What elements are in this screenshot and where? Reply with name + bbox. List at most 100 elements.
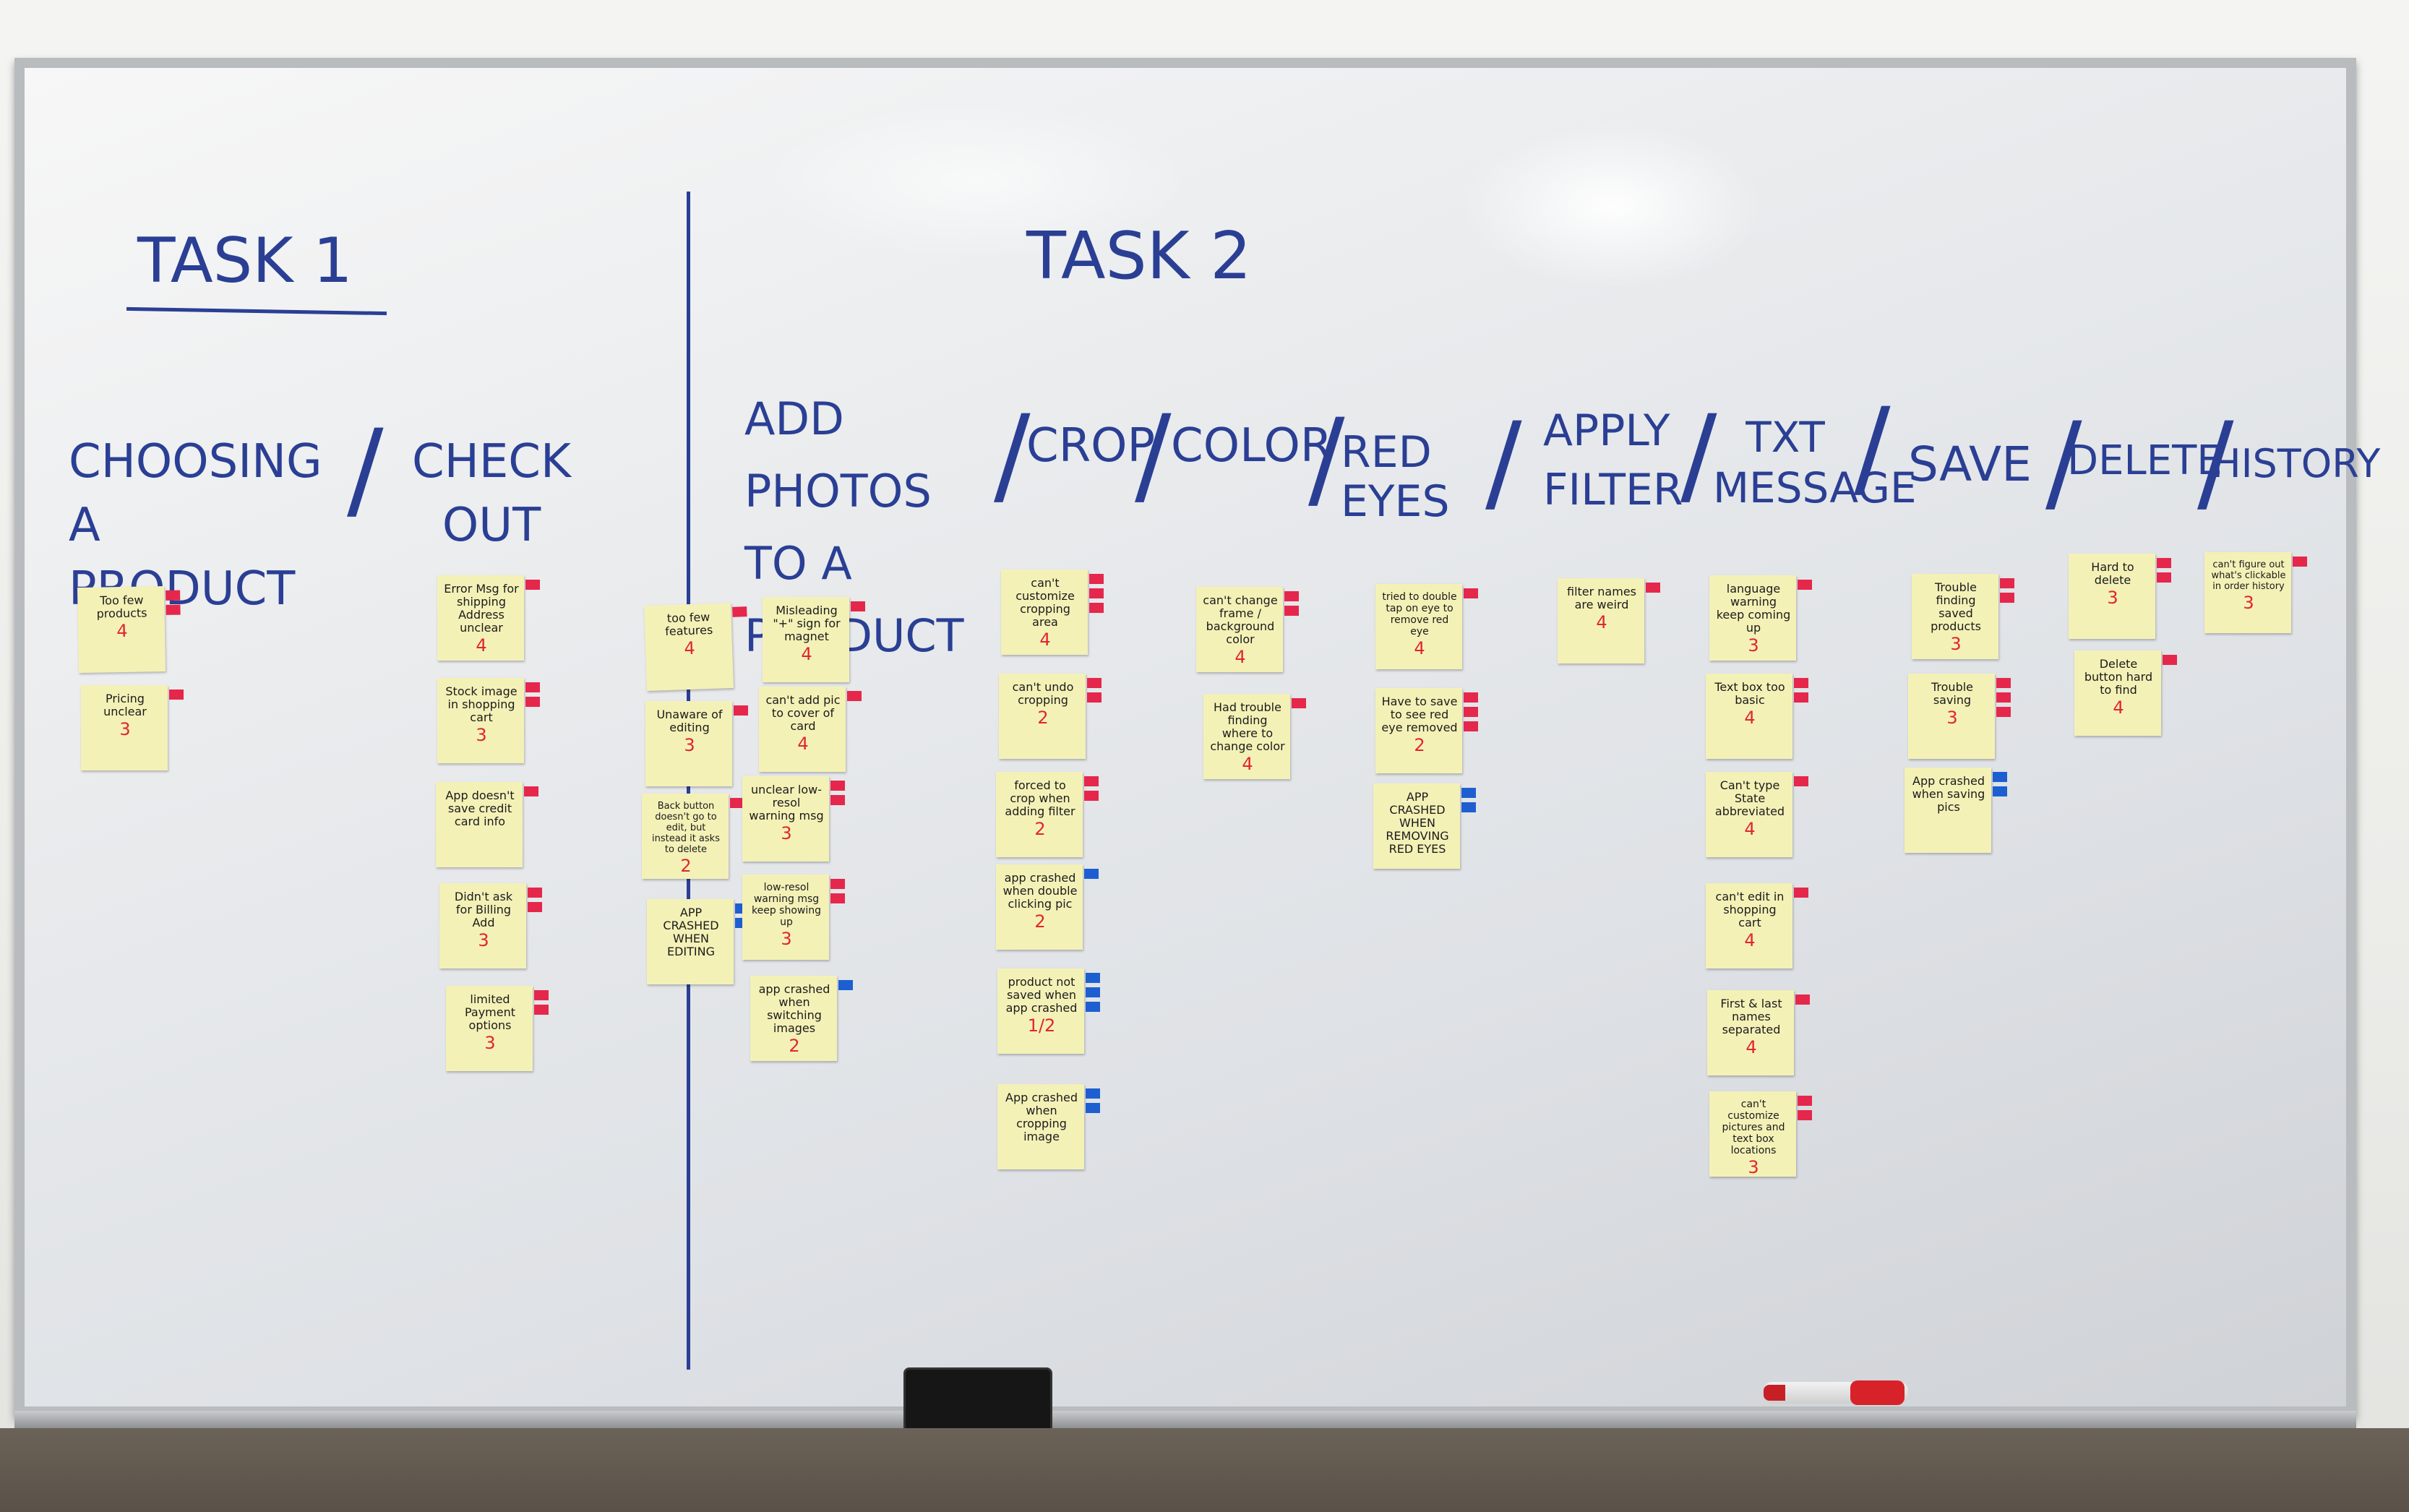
marker-cap xyxy=(1850,1380,1905,1405)
note-score: 3 xyxy=(2107,588,2118,608)
tab-stack xyxy=(2163,655,2177,669)
note-score: 3 xyxy=(781,929,792,949)
blue-tab xyxy=(1086,1103,1100,1113)
red-tab xyxy=(847,691,862,701)
red-tab xyxy=(1089,574,1104,584)
red-tab xyxy=(1284,591,1299,601)
red-tab xyxy=(1464,721,1478,731)
note-score: 3 xyxy=(119,719,131,739)
blue-tab xyxy=(1461,802,1476,812)
sticky-note: can't undo cropping 2 xyxy=(999,674,1102,759)
red-tab xyxy=(830,795,845,805)
blue-tab xyxy=(838,980,853,990)
note-score: 2 xyxy=(1034,819,1046,839)
sticky-note: app crashed when switching images 2 xyxy=(750,976,853,1061)
note-score: 4 xyxy=(1039,630,1051,650)
tab-stack xyxy=(525,682,540,711)
note-text: Error Msg for shipping Address unclear xyxy=(444,582,519,635)
note-score: 4 xyxy=(1744,819,1756,839)
tab-stack xyxy=(830,781,845,809)
sticky-note: too few features 4 xyxy=(643,602,747,692)
note-text: Delete button hard to find xyxy=(2084,657,2153,697)
red-tab xyxy=(1798,1110,1812,1120)
note-text: low-resol warning msg keep showing up xyxy=(751,882,821,928)
note-text: First & last names separated xyxy=(1720,997,1782,1036)
category-red-eyes: RED EYES xyxy=(1341,427,1450,527)
sticky-note: Back button doesn't go to edit, but inst… xyxy=(642,794,744,879)
red-tab xyxy=(1464,588,1478,598)
sticky-note: Have to save to see red eye removed 2 xyxy=(1375,688,1478,773)
sticky-note: APP CRASHED WHEN EDITING xyxy=(647,899,750,984)
slash: / xyxy=(1485,400,1522,525)
note-score: 3 xyxy=(2243,593,2254,613)
tab-stack xyxy=(524,786,538,801)
red-tab xyxy=(1464,692,1478,703)
note-text: Trouble saving xyxy=(1931,680,1974,707)
slash: / xyxy=(1308,396,1345,522)
red-tab xyxy=(166,590,181,601)
sticky-note: unclear low-resol warning msg 3 xyxy=(742,776,845,862)
red-tab xyxy=(2000,578,2014,588)
wall-base xyxy=(0,1428,2409,1512)
red-tab xyxy=(534,1005,549,1015)
note-score: 2 xyxy=(1037,708,1049,728)
sticky-note: app crashed when double clicking pic 2 xyxy=(996,864,1099,950)
tab-stack xyxy=(1084,776,1099,805)
note-text: product not saved when app crashed xyxy=(1005,975,1078,1015)
tab-stack xyxy=(1794,776,1808,791)
sticky-note: tried to double tap on eye to remove red… xyxy=(1375,584,1478,669)
sticky-note: can't edit in shopping cart 4 xyxy=(1706,883,1808,968)
red-tab xyxy=(1996,678,2011,688)
note-text: Have to save to see red eye removed xyxy=(1381,695,1458,734)
note-text: forced to crop when adding filter xyxy=(1005,778,1075,818)
tab-stack xyxy=(1089,574,1104,617)
red-tab xyxy=(166,604,181,615)
tab-stack xyxy=(734,705,748,720)
red-tab xyxy=(2293,557,2307,567)
note-score: 4 xyxy=(1744,930,1756,950)
note-text: App crashed when saving pics xyxy=(1912,774,1985,814)
note-text: Too few products xyxy=(96,593,147,621)
red-tab xyxy=(528,888,542,898)
note-score: 3 xyxy=(478,930,489,950)
note-score: 3 xyxy=(1950,634,1962,654)
category-history: HISTORY xyxy=(2212,441,2381,486)
tab-stack xyxy=(1084,869,1099,883)
sticky-note: forced to crop when adding filter 2 xyxy=(996,772,1099,857)
note-score: 1/2 xyxy=(1027,1015,1056,1036)
tab-stack xyxy=(1086,1088,1100,1117)
category-crop: CROP xyxy=(1026,419,1156,473)
note-score: 4 xyxy=(1596,612,1607,632)
tab-stack xyxy=(166,590,181,619)
sticky-note: First & last names separated 4 xyxy=(1707,990,1810,1075)
sticky-note: Error Msg for shipping Address unclear 4 xyxy=(437,575,540,661)
tab-stack xyxy=(1798,1096,1812,1125)
tab-stack xyxy=(2157,558,2171,587)
red-tab xyxy=(1089,603,1104,613)
note-score: 2 xyxy=(1034,911,1046,932)
note-text: can't undo cropping xyxy=(1012,680,1074,707)
note-text: App crashed when cropping image xyxy=(1005,1091,1078,1143)
sticky-note: Stock image in shopping cart 3 xyxy=(437,678,540,763)
note-score: 4 xyxy=(116,620,128,642)
tab-stack xyxy=(1086,973,1100,1016)
red-tab xyxy=(1795,995,1810,1005)
note-text: tried to double tap on eye to remove red… xyxy=(1382,591,1457,637)
marker-tray xyxy=(14,1411,2356,1428)
note-text: APP CRASHED WHEN REMOVING RED EYES xyxy=(1386,790,1449,856)
red-tab xyxy=(1292,698,1306,708)
slash: / xyxy=(2197,400,2234,525)
red-tab xyxy=(525,682,540,692)
red-tab xyxy=(2157,572,2171,583)
tab-stack xyxy=(847,691,862,705)
note-score: 3 xyxy=(1748,635,1759,656)
red-tab xyxy=(1996,692,2011,703)
sticky-note: Text box too basic 4 xyxy=(1706,674,1808,759)
red-tab xyxy=(534,990,549,1000)
sticky-note: APP CRASHED WHEN REMOVING RED EYES xyxy=(1373,783,1476,869)
tab-stack xyxy=(1993,772,2007,801)
note-text: Trouble finding saved products xyxy=(1931,580,1981,633)
note-text: can't add pic to cover of card xyxy=(765,693,841,733)
category-save: SAVE xyxy=(1908,437,2032,492)
tab-stack xyxy=(2293,557,2307,571)
